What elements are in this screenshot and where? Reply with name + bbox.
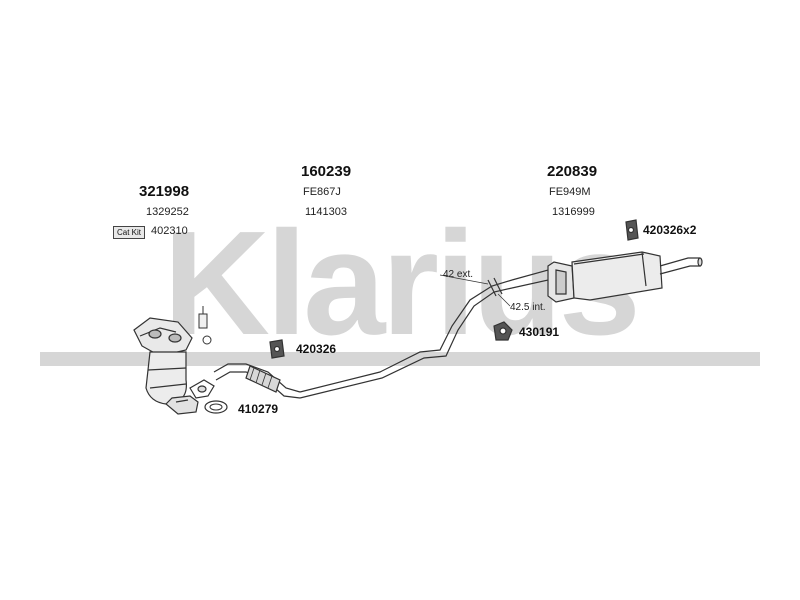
lambda-sensor-drawing [198, 306, 212, 345]
joint-marks [439, 274, 511, 307]
front-pipe-ref: FE867J [303, 186, 341, 198]
cat-kit-badge: Cat Kit [113, 226, 146, 239]
rear-silencer-ref: FE949M [549, 186, 591, 198]
flange-ring-drawing [189, 379, 215, 399]
cat-kit-number: 402310 [151, 225, 188, 237]
dimension-ext: 42 ext. [443, 269, 474, 280]
gasket-number: 410279 [238, 402, 279, 416]
catalyst-sub-code: 1329252 [146, 206, 189, 218]
rear-silencer-part-number: 220839 [547, 163, 598, 180]
mount-rubber-rear-number: 420326x2 [643, 223, 697, 237]
clamp-number: 430191 [519, 325, 560, 339]
dimension-int: 42.5 int. [510, 302, 546, 313]
front-pipe-drawing [213, 279, 513, 399]
catalyst-part-number: 321998 [139, 183, 190, 200]
mount-rubber-mid-number: 420326 [296, 342, 337, 356]
clamp-drawing [493, 321, 513, 341]
rear-silencer-drawing [511, 251, 703, 303]
catalytic-converter-drawing [133, 317, 199, 415]
rear-silencer-sub-code: 1316999 [552, 206, 595, 218]
mount-rubber-rear-drawing [625, 219, 639, 241]
mount-rubber-mid-drawing [269, 339, 285, 359]
gasket-drawing [204, 400, 228, 414]
front-pipe-part-number: 160239 [301, 163, 352, 180]
watermark-bar [40, 352, 760, 366]
front-pipe-sub-code: 1141303 [305, 206, 348, 218]
